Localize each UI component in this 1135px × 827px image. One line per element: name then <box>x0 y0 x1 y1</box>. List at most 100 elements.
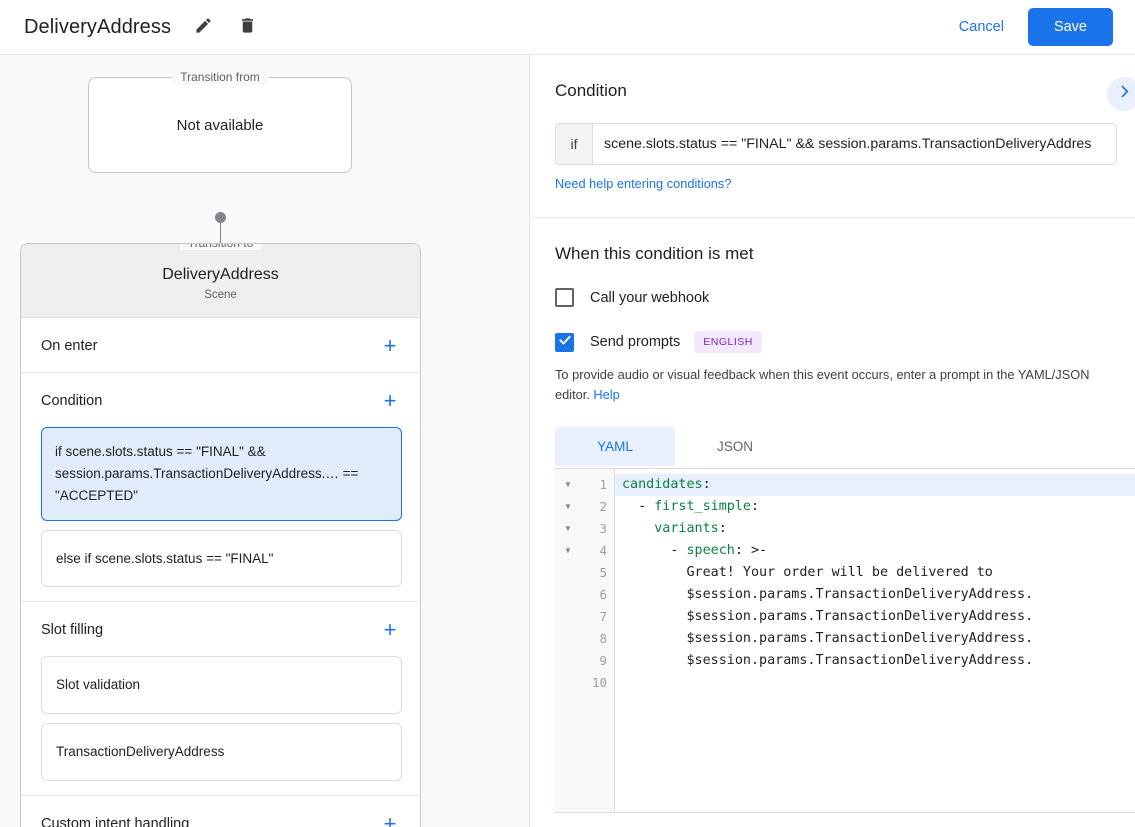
send-prompts-label: Send prompts <box>590 334 681 350</box>
condition-help-link[interactable]: Need help entering conditions? <box>555 176 732 191</box>
code-line[interactable] <box>615 672 1135 694</box>
fold-toggle-icon[interactable]: ▼ <box>564 502 572 512</box>
left-panel: Transition from Not available Transition… <box>0 55 530 827</box>
transition-to-header: DeliveryAddress Scene <box>21 244 420 318</box>
section-header-condition[interactable]: Condition + <box>21 373 420 427</box>
add-condition-icon[interactable]: + <box>383 388 397 413</box>
prompts-description: To provide audio or visual feedback when… <box>555 365 1111 405</box>
line-number: 2 <box>599 498 607 514</box>
editor-code-area[interactable]: candidates: - first_simple: variants: - … <box>615 469 1135 812</box>
line-number: 6 <box>599 586 607 602</box>
fold-toggle-icon[interactable]: ▼ <box>564 546 572 556</box>
transition-from-value: Not available <box>176 116 264 134</box>
code-indent: - <box>622 542 687 558</box>
right-panel: Condition if scene.slots.status == "FINA… <box>531 55 1135 827</box>
tab-json[interactable]: JSON <box>716 438 753 454</box>
condition-expression-input[interactable]: scene.slots.status == "FINAL" && session… <box>604 136 1092 152</box>
section-title-custom-intent-handling: Custom intent handling <box>41 816 190 827</box>
yaml-key: candidates <box>622 476 703 492</box>
yaml-key: first_simple <box>654 498 751 514</box>
call-webhook-checkbox[interactable] <box>555 288 574 307</box>
condition-item-selected[interactable]: if scene.slots.status == "FINAL" && sess… <box>41 427 402 521</box>
yaml-text: Great! Your order will be delivered to <box>622 564 993 580</box>
fold-spacer <box>555 562 581 584</box>
yaml-key: variants <box>654 520 719 536</box>
line-number: 9 <box>599 652 607 668</box>
transition-to-title: DeliveryAddress <box>162 266 279 283</box>
trash-icon <box>238 16 257 38</box>
code-line[interactable]: $session.params.TransactionDeliveryAddre… <box>615 628 1135 650</box>
code-line[interactable]: $session.params.TransactionDeliveryAddre… <box>615 584 1135 606</box>
yaml-punct: : <box>751 498 760 514</box>
fold-toggle-icon[interactable]: ▼ <box>564 480 572 490</box>
transition-from-card: Transition from Not available <box>88 70 352 173</box>
code-line[interactable]: - speech: >- <box>615 540 1135 562</box>
add-on-enter-icon[interactable]: + <box>383 333 397 358</box>
fold-spacer <box>555 628 581 650</box>
language-badge: ENGLISH <box>694 331 762 353</box>
code-line[interactable]: $session.params.TransactionDeliveryAddre… <box>615 606 1135 628</box>
cancel-button[interactable]: Cancel <box>945 10 1018 44</box>
fold-toggle-icon[interactable]: ▼ <box>564 524 572 534</box>
save-button[interactable]: Save <box>1027 8 1113 46</box>
line-number: 3 <box>599 520 607 536</box>
code-line[interactable]: $session.params.TransactionDeliveryAddre… <box>615 650 1135 672</box>
section-title-slot-filling: Slot filling <box>41 622 104 639</box>
prompts-help-link[interactable]: Help <box>593 386 620 402</box>
pencil-icon <box>194 16 213 38</box>
editor-fold-gutter: ▼ ▼ ▼ ▼ <box>555 468 581 812</box>
condition-block: Condition if scene.slots.status == "FINA… <box>531 55 1135 193</box>
panel-divider <box>531 217 1135 218</box>
top-bar-actions: Cancel Save <box>945 8 1113 46</box>
section-header-on-enter[interactable]: On enter + <box>21 318 420 372</box>
code-line[interactable]: variants: <box>615 518 1135 540</box>
fold-spacer <box>555 606 581 628</box>
condition-input-row[interactable]: if scene.slots.status == "FINAL" && sess… <box>555 123 1117 165</box>
fold-spacer <box>555 650 581 672</box>
expand-panel-button[interactable] <box>1107 77 1135 111</box>
yaml-text: $session.params.TransactionDeliveryAddre… <box>622 586 1034 602</box>
slot-item-transaction-delivery-address[interactable]: TransactionDeliveryAddress <box>41 723 402 782</box>
add-slot-filling-icon[interactable]: + <box>383 617 397 643</box>
section-slot-filling: Slot filling + Slot validation Transacti… <box>21 602 420 797</box>
line-number: 10 <box>591 674 607 690</box>
yaml-text: $session.params.TransactionDeliveryAddre… <box>622 652 1034 668</box>
line-number: 1 <box>599 476 607 492</box>
yaml-text: $session.params.TransactionDeliveryAddre… <box>622 630 1034 646</box>
slot-item-slot-validation[interactable]: Slot validation <box>41 656 402 715</box>
tab-yaml[interactable]: YAML <box>555 426 675 466</box>
edit-name-button[interactable] <box>185 9 221 45</box>
code-indent <box>622 521 654 536</box>
condition-item-else-if[interactable]: else if scene.slots.status == "FINAL" <box>41 529 402 588</box>
code-line[interactable]: Great! Your order will be delivered to <box>615 562 1135 584</box>
title-actions <box>185 9 265 45</box>
chevron-right-icon <box>1116 83 1133 105</box>
fold-spacer <box>555 584 581 606</box>
yaml-punct: : <box>718 520 727 536</box>
transition-to-subtitle: Scene <box>204 289 237 301</box>
condition-if-prefix: if <box>556 124 593 164</box>
when-condition-met-block: When this condition is met Call your web… <box>531 218 1135 813</box>
check-icon <box>558 333 572 352</box>
when-condition-met-heading: When this condition is met <box>555 244 754 263</box>
yaml-punct: : <box>702 476 711 492</box>
editor-format-tabs: YAML JSON <box>555 426 1111 466</box>
transition-to-card: Transition to DeliveryAddress Scene On e… <box>20 243 421 827</box>
code-line[interactable]: - first_simple: <box>615 496 1135 518</box>
section-on-enter: On enter + <box>21 318 420 373</box>
prompts-description-text: To provide audio or visual feedback when… <box>555 367 1090 402</box>
section-header-slot-filling[interactable]: Slot filling + <box>21 602 420 656</box>
page-title: DeliveryAddress <box>24 15 172 38</box>
delete-button[interactable] <box>229 9 265 45</box>
section-custom-intent-handling: Custom intent handling + <box>21 796 420 827</box>
line-number: 7 <box>599 608 607 624</box>
yaml-punct: : >- <box>734 542 768 558</box>
add-custom-intent-icon[interactable]: + <box>383 811 397 827</box>
section-header-custom-intent-handling[interactable]: Custom intent handling + <box>21 796 420 827</box>
send-prompts-checkbox[interactable] <box>555 332 574 352</box>
line-number: 5 <box>599 564 607 580</box>
code-line[interactable]: candidates: <box>615 473 1135 496</box>
yaml-text: $session.params.TransactionDeliveryAddre… <box>622 608 1034 624</box>
